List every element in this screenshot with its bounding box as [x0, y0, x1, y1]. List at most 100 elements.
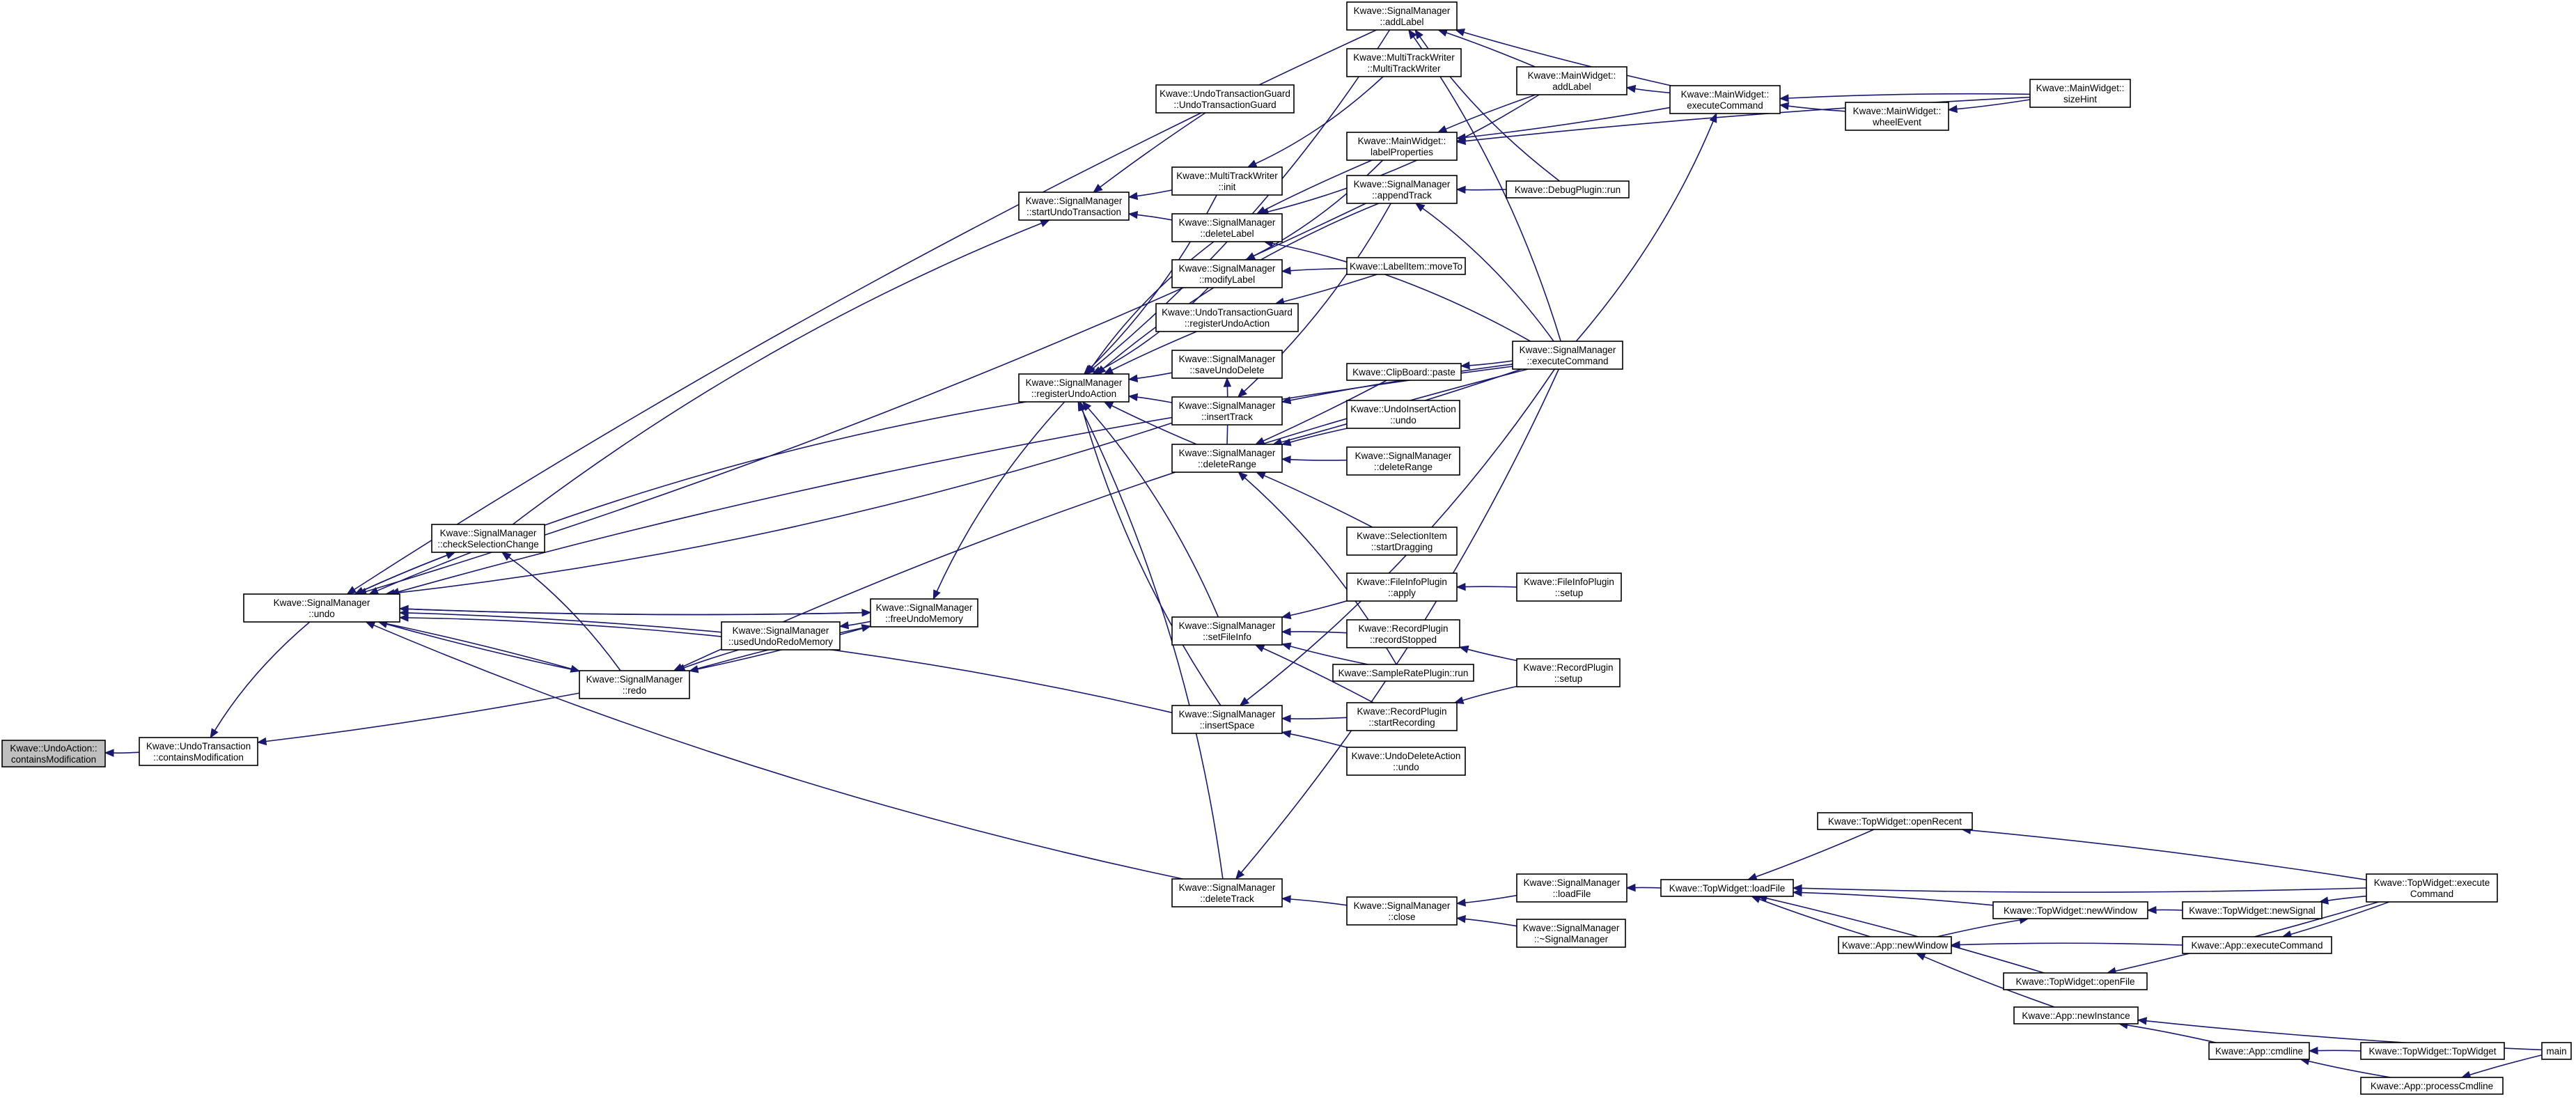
- arrowhead: [104, 749, 114, 757]
- graph-node[interactable]: Kwave::SignalManager::insertSpace: [1171, 705, 1283, 734]
- edge-line: [373, 624, 1183, 880]
- edge-n54-to-n46: [1961, 826, 2367, 881]
- graph-node[interactable]: Kwave::SignalManager::appendTrack: [1346, 175, 1458, 204]
- edge-line: [1465, 189, 1507, 191]
- graph-node[interactable]: Kwave::SignalManager::deleteRange: [1171, 444, 1283, 473]
- edge-line: [1290, 267, 1348, 272]
- graph-node[interactable]: Kwave::SignalManager::deleteLabel: [1171, 213, 1283, 242]
- graph-node[interactable]: Kwave::SignalManager::freeUndoMemory: [870, 598, 978, 628]
- graph-node[interactable]: Kwave::FileInfoPlugin::setup: [1516, 572, 1622, 602]
- edge-line: [936, 401, 1065, 592]
- edge-n3-to-n7: [512, 219, 1050, 525]
- graph-node[interactable]: Kwave::SignalManager::redo: [579, 670, 690, 699]
- node-label-line: Kwave::RecordPlugin: [1357, 706, 1446, 717]
- node-label-line: Kwave::TopWidget::loadFile: [1669, 883, 1786, 894]
- graph-node[interactable]: Kwave::TopWidget::executeCommand: [2366, 873, 2498, 903]
- graph-node[interactable]: Kwave::TopWidget::newWindow: [1992, 901, 2148, 919]
- edge-line: [1634, 88, 1671, 94]
- arrowhead: [1408, 29, 1417, 40]
- graph-node[interactable]: Kwave::App::executeCommand: [2182, 936, 2332, 954]
- graph-node[interactable]: Kwave::SignalManager::addLabel: [1346, 1, 1458, 31]
- graph-node[interactable]: Kwave::UndoTransaction::containsModifica…: [139, 737, 258, 766]
- edge-line: [1100, 112, 1206, 188]
- graph-node[interactable]: Kwave::SignalManager::loadFile: [1516, 873, 1627, 903]
- graph-node[interactable]: Kwave::MultiTrackWriter::MultiTrackWrite…: [1346, 48, 1462, 77]
- edge-n4-to-n1: [256, 692, 580, 746]
- graph-node[interactable]: Kwave::UndoDeleteAction::undo: [1346, 747, 1466, 776]
- graph-node[interactable]: Kwave::FileInfoPlugin::apply: [1346, 572, 1458, 602]
- graph-node[interactable]: Kwave::RecordPlugin::startRecording: [1346, 702, 1458, 731]
- edge-line: [1788, 105, 1846, 112]
- graph-node[interactable]: Kwave::LabelItem::moveTo: [1346, 257, 1466, 275]
- graph-node[interactable]: Kwave::UndoTransactionGuard::registerUnd…: [1155, 303, 1299, 332]
- graph-node[interactable]: Kwave::MainWidget::executeCommand: [1669, 85, 1781, 114]
- arrowhead: [1127, 393, 1139, 401]
- edge-line: [1465, 918, 1517, 927]
- graph-node[interactable]: Kwave::DebugPlugin::run: [1506, 180, 1630, 198]
- graph-node[interactable]: Kwave::SignalManager::deleteTrack: [1171, 878, 1283, 907]
- edge-n40-to-n34: [1455, 894, 1517, 907]
- graph-node[interactable]: Kwave::MainWidget::wheelEvent: [1845, 102, 1949, 131]
- graph-node[interactable]: Kwave::SignalManager::deleteRange: [1346, 446, 1460, 476]
- node-box: [1516, 658, 1621, 687]
- graph-node[interactable]: Kwave::App::newInstance: [2013, 1006, 2139, 1024]
- edge-n15-to-n2: [384, 422, 1173, 598]
- edge-line: [1081, 409, 1224, 880]
- graph-node[interactable]: Kwave::MainWidget::sizeHint: [2029, 79, 2131, 108]
- graph-node[interactable]: Kwave::SignalManager::insertTrack: [1171, 396, 1283, 426]
- graph-node[interactable]: Kwave::SignalManager::setFileInfo: [1171, 616, 1283, 646]
- graph-node[interactable]: Kwave::SignalManager::close: [1346, 896, 1458, 926]
- edge-n56-to-n53: [2300, 1057, 2391, 1078]
- arrowhead: [2146, 905, 2157, 914]
- node-label-line: Kwave::App::newInstance: [2022, 1011, 2130, 1021]
- edge-n28-to-n16: [1256, 471, 1373, 528]
- graph-node[interactable]: Kwave::SampleRatePlugin::run: [1332, 664, 1474, 682]
- edge-line: [1087, 407, 1219, 618]
- edge-n19-to-n8: [1077, 400, 1224, 880]
- graph-node[interactable]: Kwave::TopWidget::TopWidget: [2360, 1042, 2505, 1060]
- edge-n24-to-n13: [1274, 274, 1377, 306]
- graph-node[interactable]: Kwave::App::newWindow: [1838, 936, 1952, 954]
- edge-line: [1263, 475, 1373, 528]
- node-label-line: Kwave::SignalManager: [1354, 6, 1451, 16]
- graph-node[interactable]: Kwave::RecordPlugin::setup: [1516, 658, 1621, 687]
- node-box: [1516, 66, 1627, 95]
- edge-line: [1092, 29, 1391, 370]
- graph-node-root[interactable]: Kwave::UndoAction::containsModification: [1, 740, 106, 767]
- graph-node[interactable]: Kwave::App::processCmdline: [2360, 1077, 2504, 1095]
- edge-n9-to-n7: [1093, 112, 1206, 193]
- graph-node[interactable]: Kwave::SignalManager::checkSelectionChan…: [431, 524, 545, 553]
- graph-node[interactable]: Kwave::ClipBoard::paste: [1346, 363, 1462, 381]
- graph-node[interactable]: Kwave::TopWidget::newSignal: [2182, 901, 2323, 919]
- edge-line: [1290, 898, 1348, 906]
- edge-line: [378, 621, 572, 670]
- graph-node[interactable]: Kwave::SignalManager::executeCommand: [1512, 341, 1623, 370]
- graph-node[interactable]: Kwave::TopWidget::openFile: [2003, 972, 2148, 990]
- graph-node[interactable]: Kwave::UndoTransactionGuard::UndoTransac…: [1155, 84, 1295, 114]
- graph-node[interactable]: Kwave::SignalManager::~SignalManager: [1516, 919, 1626, 948]
- arrowhead: [1096, 365, 1107, 375]
- graph-node[interactable]: Kwave::SignalManager::registerUndoAction: [1018, 373, 1130, 403]
- graph-node[interactable]: Kwave::SignalManager::modifyLabel: [1171, 259, 1283, 288]
- edge-line: [2309, 1060, 2391, 1078]
- graph-node[interactable]: Kwave::MultiTrackWriter::init: [1171, 166, 1283, 196]
- edge-line: [1290, 717, 1348, 719]
- graph-node[interactable]: Kwave::SignalManager::undo: [243, 593, 400, 623]
- graph-node[interactable]: Kwave::MainWidget::labelProperties: [1346, 132, 1458, 161]
- graph-node[interactable]: Kwave::SignalManager::usedUndoRedoMemory: [721, 621, 841, 650]
- edge-line: [1959, 942, 2183, 946]
- graph-node[interactable]: Kwave::SignalManager::saveUndoDelete: [1171, 350, 1283, 379]
- graph-node[interactable]: main: [2541, 1042, 2572, 1060]
- graph-node[interactable]: Kwave::TopWidget::openRecent: [1817, 812, 1973, 830]
- edge-n6-to-n2: [398, 605, 871, 616]
- graph-node[interactable]: Kwave::TopWidget::loadFile: [1660, 879, 1794, 897]
- graph-node[interactable]: Kwave::App::cmdline: [2208, 1042, 2310, 1060]
- graph-node[interactable]: Kwave::MainWidget::addLabel: [1516, 66, 1627, 95]
- graph-node[interactable]: Kwave::UndoInsertAction::undo: [1346, 400, 1460, 429]
- edge-line: [1446, 32, 1536, 68]
- edge-n54-to-n51: [2318, 895, 2367, 905]
- node-label-line: addLabel: [1552, 81, 1591, 92]
- graph-node[interactable]: Kwave::SignalManager::startUndoTransacti…: [1018, 192, 1130, 221]
- graph-node[interactable]: Kwave::SelectionItem::startDragging: [1346, 527, 1458, 556]
- graph-node[interactable]: Kwave::RecordPlugin::recordStopped: [1346, 619, 1460, 648]
